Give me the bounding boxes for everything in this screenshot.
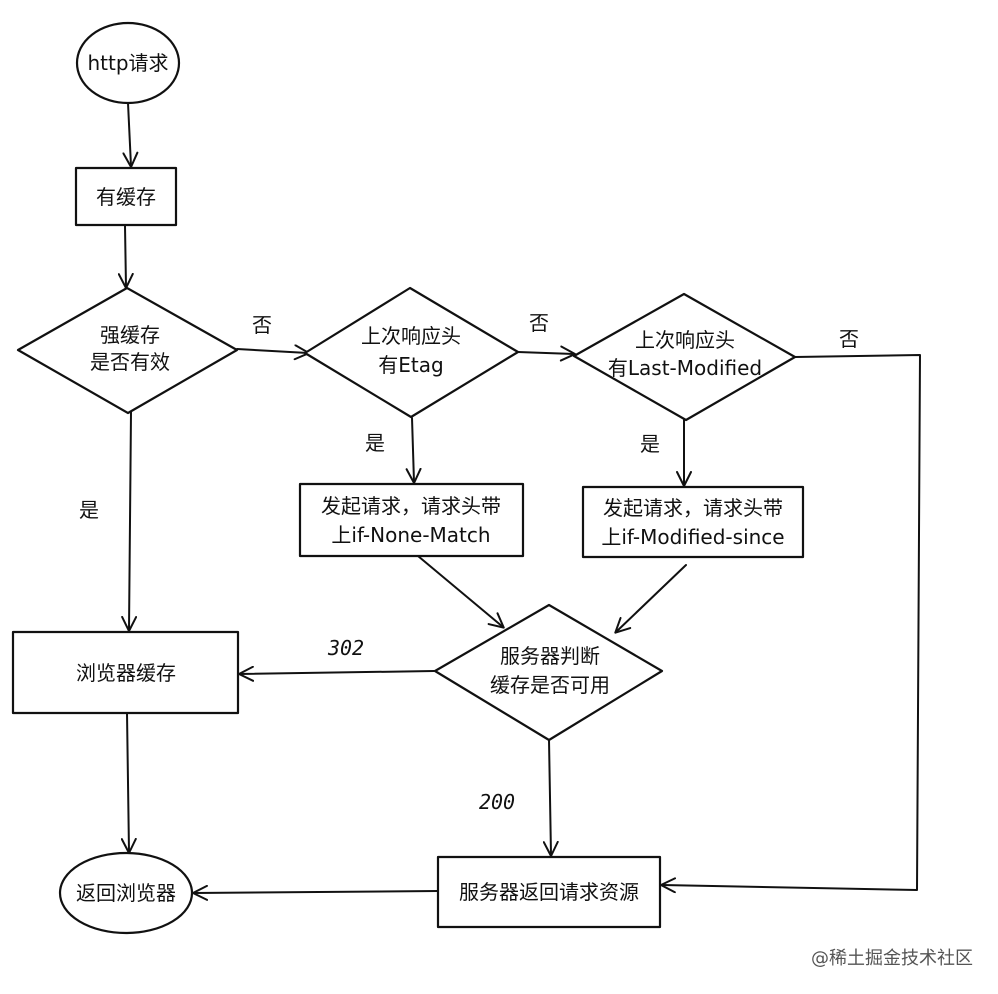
node-server-judge-line2: 缓存是否可用	[490, 673, 610, 697]
node-return-browser: 返回浏览器	[58, 851, 194, 935]
node-etag-check-line2: 有Etag	[378, 353, 443, 377]
edge-label-302: 302	[327, 636, 364, 660]
node-req-none-match-line2: 上if-None-Match	[331, 523, 490, 547]
edges	[117, 102, 921, 901]
edge-etag-to-lastmod-no	[517, 345, 576, 362]
node-server-return-label: 服务器返回请求资源	[459, 880, 639, 904]
node-strong-cache-line1: 强缓存	[100, 323, 160, 347]
edge-start-to-has-cache	[122, 102, 139, 168]
edge-browser-cache-to-return-browser	[120, 712, 137, 854]
node-req-none-match-line1: 发起请求，请求头带	[321, 494, 501, 518]
node-req-modified-since-line2: 上if-Modified-since	[601, 525, 784, 549]
node-start: http请求	[75, 21, 181, 105]
edge-label-yes-etag: 是	[365, 431, 385, 455]
node-start-label: http请求	[87, 51, 168, 75]
edge-strong-cache-to-browser-cache-yes	[121, 411, 138, 632]
edge-lastmod-to-server-return-no	[660, 354, 921, 894]
edge-label-200: 200	[479, 790, 515, 814]
node-has-cache-label: 有缓存	[96, 185, 156, 209]
edge-label-no-2: 否	[529, 311, 549, 335]
edge-server-judge-to-server-return-200	[542, 739, 559, 857]
node-server-judge-line1: 服务器判断	[500, 644, 600, 668]
edge-has-cache-to-strong-cache	[117, 225, 134, 289]
watermark: @稀土掘金技术社区	[811, 948, 973, 969]
node-lastmod-check-line1: 上次响应头	[635, 328, 735, 352]
node-lastmod-check: 上次响应头 有Last-Modified	[572, 292, 797, 422]
node-return-browser-label: 返回浏览器	[76, 881, 176, 905]
edge-strong-cache-to-etag-no	[236, 344, 310, 361]
edge-etag-to-req-none-match-yes	[405, 417, 422, 484]
edge-server-judge-to-browser-cache-302	[238, 665, 435, 682]
node-server-judge: 服务器判断 缓存是否可用	[433, 603, 664, 742]
node-lastmod-check-line2: 有Last-Modified	[608, 356, 762, 380]
node-req-modified-since: 发起请求，请求头带 上if-Modified-since	[581, 485, 805, 559]
edge-label-no-3: 否	[839, 327, 859, 351]
node-strong-cache: 强缓存 是否有效	[16, 286, 239, 415]
edge-label-yes-strong: 是	[79, 498, 99, 522]
node-etag-check-line1: 上次响应头	[361, 324, 461, 348]
node-req-modified-since-line1: 发起请求，请求头带	[603, 496, 783, 520]
node-req-none-match: 发起请求，请求头带 上if-None-Match	[298, 482, 525, 558]
node-server-return: 服务器返回请求资源	[436, 855, 662, 929]
edge-req-none-match-to-server-judge	[417, 555, 505, 629]
edge-req-modified-since-to-server-judge	[614, 564, 687, 634]
edge-label-no-1: 否	[252, 313, 272, 337]
edge-server-return-to-return-browser	[192, 884, 439, 901]
edge-label-yes-lastmod: 是	[640, 432, 660, 456]
node-has-cache: 有缓存	[74, 166, 178, 227]
node-browser-cache-label: 浏览器缓存	[76, 661, 176, 685]
node-etag-check: 上次响应头 有Etag	[303, 286, 520, 419]
node-strong-cache-line2: 是否有效	[90, 350, 170, 374]
node-browser-cache: 浏览器缓存	[11, 630, 240, 715]
